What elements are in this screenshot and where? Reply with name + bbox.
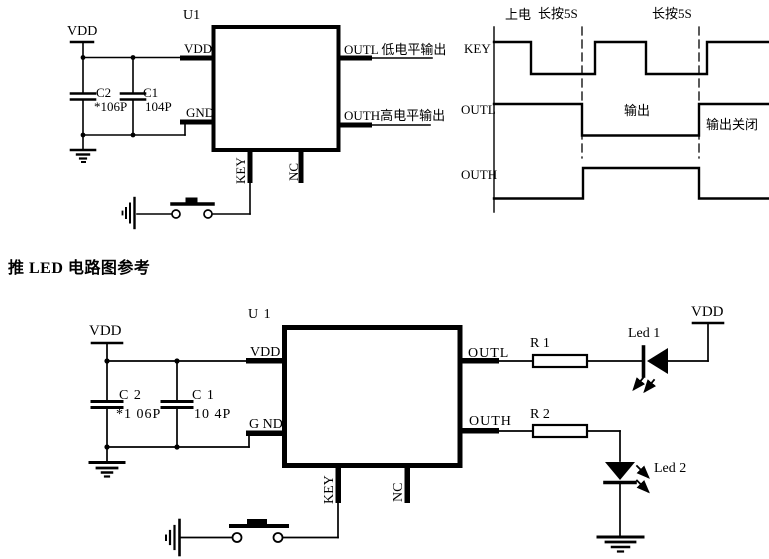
led-vdd-left-label: VDD [89,323,122,339]
capacitor-c1-symbol [119,56,147,136]
led-capacitor-c1-symbol [160,360,194,448]
pin-label-vdd: VDD [184,41,213,56]
led-pin-label-nc: NC [391,482,406,502]
led2-ref: Led 2 [654,461,687,476]
outh-waveform [492,166,769,200]
led-chassis-ground-icon [165,518,181,557]
led-cap-c1-value: 10 4P [194,407,232,422]
resistor-r1-ref: R 1 [530,336,550,351]
pin-label-gnd: GND [186,105,215,120]
led-vdd-right-label: VDD [691,304,724,320]
key-waveform [492,40,769,76]
cap-c2-ref: C2 [96,85,112,100]
led-ic-pin-stubs [246,358,499,503]
led-pin-label-outl: OUTL [468,346,510,361]
ic-u1-pin-stubs [180,55,372,183]
led-junction-dots [104,358,180,450]
cap-c1-ref: C1 [143,85,159,100]
resistor-r2-symbol [531,423,589,439]
section-title: 推 LED 电路图参考 [8,260,151,277]
top-chip-ref: U1 [183,8,201,23]
top-vdd-power-symbol [69,40,95,58]
led-vdd-right-power-symbol [691,321,725,362]
cap-c1-value: 104P [145,99,172,114]
led-chip-ref: U 1 [248,307,272,322]
top-vdd-label: VDD [67,24,98,39]
push-button-icon [170,197,215,219]
cap-c2-value: *106P [94,99,128,114]
timing-signal-key: KEY [464,41,491,56]
capacitor-c2-symbol [69,56,97,136]
earth-ground-icon [69,134,97,163]
led-cap-c1-ref: C 1 [192,388,215,403]
outh-annotation: OUTH高电平输出 [344,108,446,123]
timing-long-press-2-label: 长按5S [652,6,692,21]
led2-symbol [603,462,650,537]
ic-u1-body [211,25,341,152]
led-pin-label-outh: OUTH [469,414,512,429]
pin-label-nc: NC [286,162,301,181]
led-earth-ground-icon [88,446,126,478]
timing-output-on-label: 输出 [624,103,651,118]
timing-power-on-label: 上电 [505,7,532,22]
led-pin-label-vdd: VDD [250,345,281,360]
pin-label-key: KEY [233,157,248,184]
timing-diagram-art [492,26,769,213]
resistor-r1-symbol [531,353,589,369]
led-capacitor-c2-symbol [90,360,124,448]
resistor-r2-ref: R 2 [530,407,550,422]
led-pin-label-key: KEY [322,475,337,504]
chassis-ground-icon [121,196,136,230]
timing-output-off-label: 输出关闭 [706,117,759,132]
timing-signal-outh: OUTH [461,167,498,182]
led-ic-u1-body [282,325,463,468]
timing-signal-outl: OUTL [461,102,496,117]
led-vdd-power-symbol [90,341,124,362]
outl-waveform [492,102,769,137]
led-push-button-icon [229,519,289,543]
led-cap-c2-ref: C 2 [119,388,142,403]
outl-annotation: OUTL 低电平输出 [344,42,447,57]
led1-symbol [632,345,668,394]
timing-long-press-1-label: 长按5S [538,6,578,21]
led-cap-c2-value: *1 06P [116,407,162,422]
led2-earth-ground-icon [596,535,645,553]
led-pin-label-gnd: G ND [249,417,283,432]
led1-ref: Led 1 [628,326,661,341]
